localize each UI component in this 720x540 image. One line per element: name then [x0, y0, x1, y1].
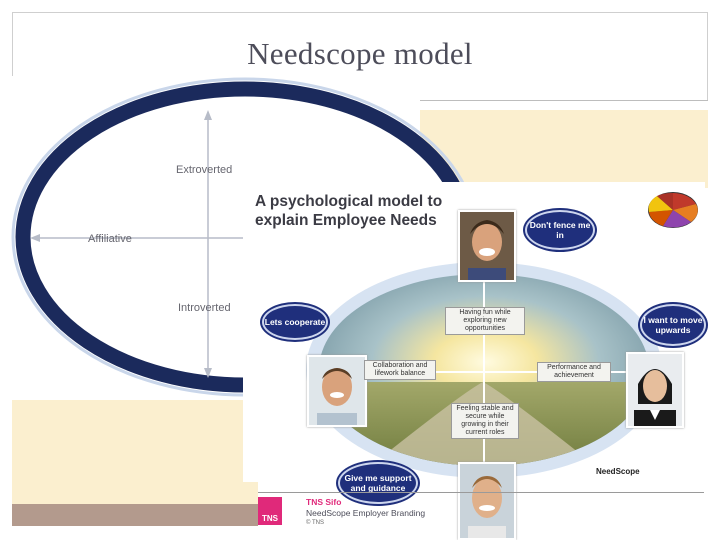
slide-frame-right: [707, 12, 708, 100]
slide-frame-left: [12, 12, 13, 76]
arrow-left-icon: [30, 234, 40, 242]
panel-title-line2: explain Employee Needs: [255, 212, 437, 229]
box-top: Having fun while exploring new opportuni…: [445, 307, 525, 335]
beige-block-top: [420, 110, 708, 188]
slide-frame-top: [12, 12, 708, 13]
arrow-down-icon: [204, 368, 212, 378]
box-bottom: Feeling stable and secure while growing …: [451, 403, 519, 439]
slide-title: Needscope model: [247, 36, 473, 71]
bubble-right: I want to move upwards: [640, 304, 706, 346]
box-left: Collaboration and lifework balance: [364, 360, 436, 380]
bubble-left: Lets cooperate: [262, 304, 328, 340]
bottom-rule: [258, 492, 704, 493]
footer-company: TNS Sifo: [306, 497, 342, 507]
bubble-bottom: Give me support and guidance: [338, 462, 418, 504]
person-photo-right: [626, 352, 684, 428]
beige-block-bottom: [12, 400, 258, 504]
needscope-brand: NeedScope: [596, 467, 640, 476]
title-rule: [420, 100, 708, 101]
footer-product: NeedScope Employer Branding: [306, 508, 426, 518]
footer-copyright: © TNS: [306, 520, 324, 526]
label-affiliative: Affiliative: [88, 233, 132, 245]
color-wheel-icon: [648, 192, 698, 228]
person-photo-bottom: [458, 462, 516, 540]
tns-logo: TNS: [258, 497, 282, 525]
person-photo-left: [307, 355, 367, 427]
footer-bar: [12, 504, 258, 526]
panel-title: A psychological model to explain Employe…: [255, 192, 442, 230]
arrow-up-icon: [204, 110, 212, 120]
bubble-top: Don't fence me in: [525, 210, 595, 250]
label-extroverted: Extroverted: [176, 164, 233, 176]
box-right: Performance and achievement: [537, 362, 611, 382]
panel-title-line1: A psychological model to: [255, 193, 443, 210]
person-photo-top: [458, 210, 516, 282]
label-introverted: Introverted: [178, 302, 231, 314]
